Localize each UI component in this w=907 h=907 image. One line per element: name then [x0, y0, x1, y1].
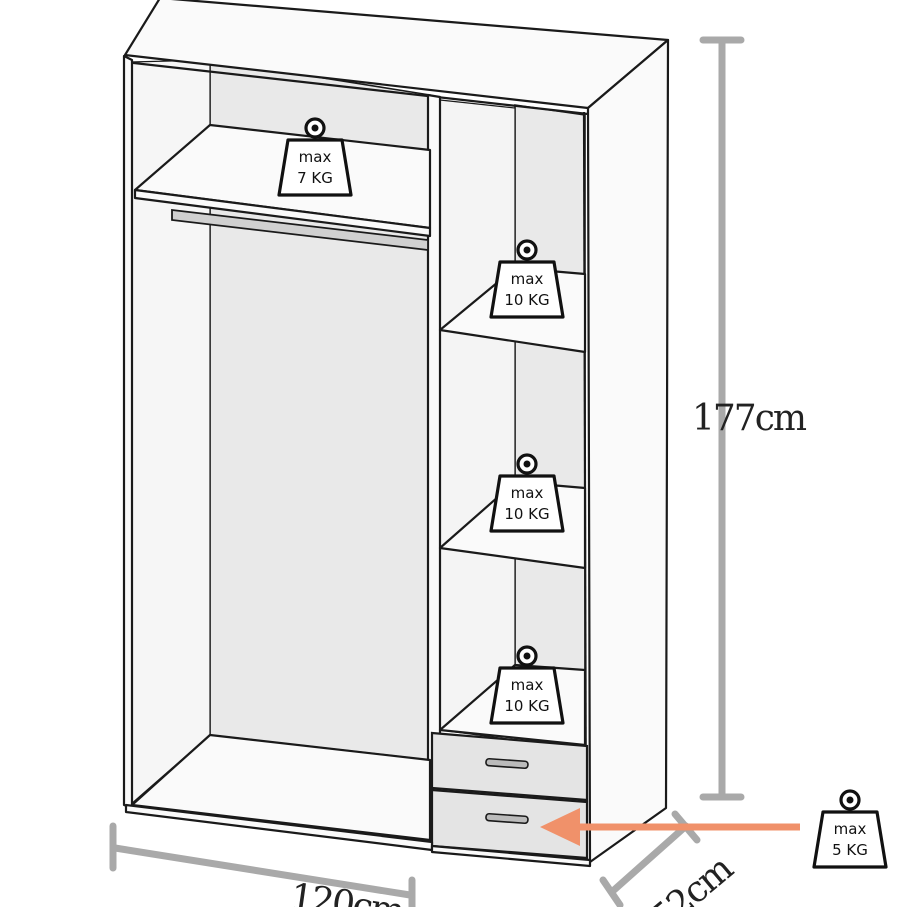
drawer-lower-handle[interactable]: [485, 812, 529, 825]
weight-icon: max 10 KG: [489, 453, 565, 533]
weight-icon: max 5 KG: [812, 789, 888, 869]
weight-max-label: max: [834, 820, 867, 838]
width-dimension: [109, 822, 416, 907]
weight-max-label: max: [511, 484, 544, 502]
left-side-panel: [122, 54, 134, 810]
height-dimension: [699, 36, 745, 801]
weight-value-label: 10 KG: [504, 505, 549, 523]
right-inner-side: [439, 99, 516, 741]
drawer-upper-handle[interactable]: [485, 757, 529, 770]
weight-icon: max 10 KG: [489, 645, 565, 725]
weight-value-label: 5 KG: [832, 841, 868, 859]
drawer-lower[interactable]: [430, 788, 589, 860]
height-label: 177cm: [692, 398, 807, 439]
weight-value-label: 7 KG: [297, 169, 333, 187]
width-label: 120cm: [288, 876, 407, 907]
weight-max-label: max: [511, 676, 544, 694]
weight-icon: max 10 KG: [489, 239, 565, 319]
arrow-icon: [540, 808, 800, 846]
weight-value-label: 10 KG: [504, 291, 549, 309]
weight-max-label: max: [511, 270, 544, 288]
right-side-panel: [586, 38, 670, 864]
weight-max-label: max: [299, 148, 332, 166]
weight-value-label: 10 KG: [504, 697, 549, 715]
weight-icon: max 7 KG: [277, 117, 353, 197]
depth-label: 52cm: [643, 848, 741, 907]
hanging-rail: [171, 208, 429, 252]
